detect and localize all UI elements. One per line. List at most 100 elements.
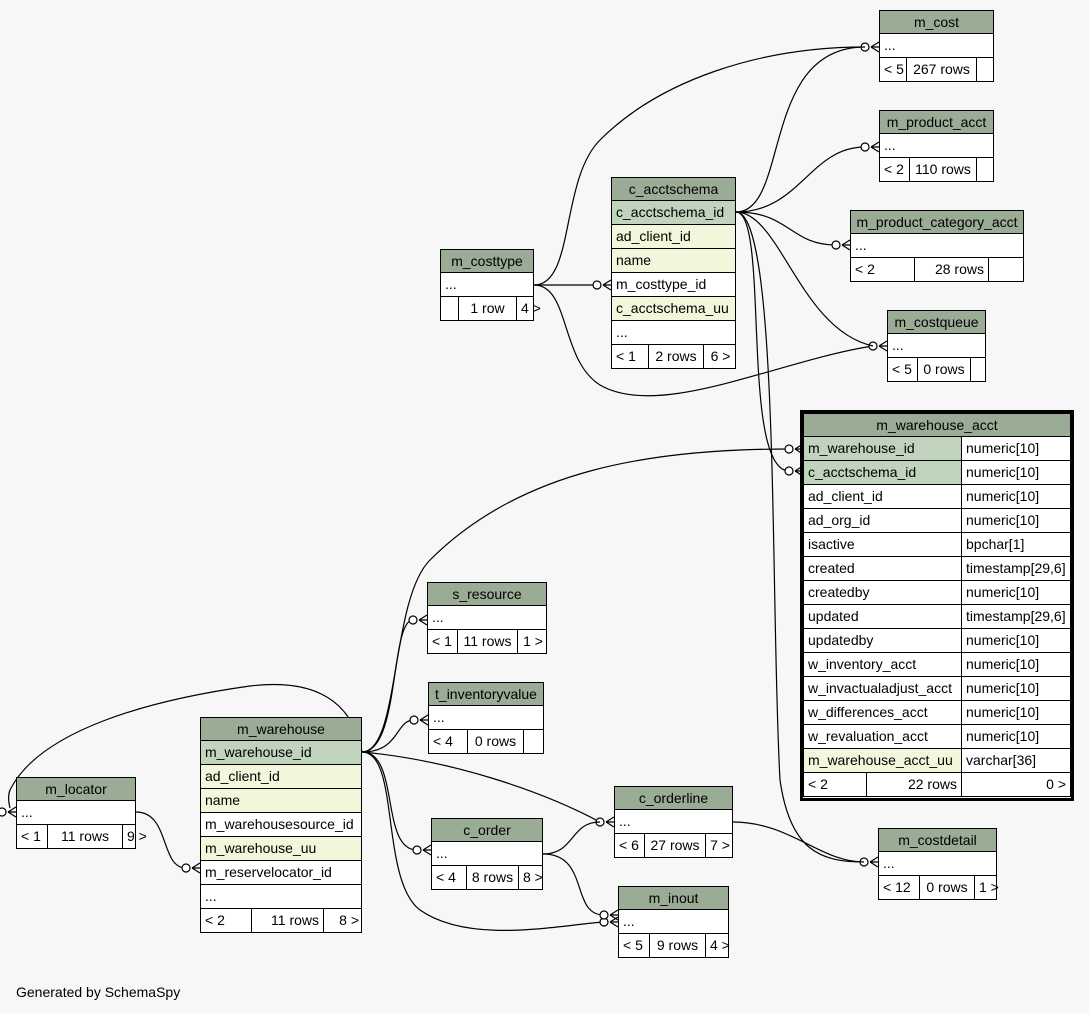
children-count: 4 > [705, 934, 730, 957]
table-header: m_costtype [440, 249, 534, 273]
children-count: 8 > [323, 909, 363, 932]
table-header: c_orderline [614, 786, 733, 810]
many-optional-marker [860, 141, 880, 153]
table-name: m_product_category_acct [856, 214, 1018, 230]
table-name: c_acctschema [628, 181, 719, 197]
row-count: 0 rows [917, 358, 970, 381]
more-columns: ... [433, 709, 445, 725]
more-columns: ... [205, 888, 217, 904]
children-count [523, 730, 545, 753]
column-name: createdby [804, 581, 961, 604]
relationship-line [735, 211, 865, 863]
parents-count: < 12 [883, 879, 911, 895]
column-name: isactive [804, 533, 961, 556]
relationship-line [735, 211, 790, 472]
children-count: 4 > [516, 297, 541, 320]
column-row: ... [618, 910, 729, 934]
column-row: ad_client_id [200, 765, 362, 789]
more-columns: ... [445, 276, 457, 292]
column-type: varchar[36] [961, 749, 1070, 772]
column-name: m_warehouse_acct_uu [804, 749, 961, 772]
many-optional-marker [599, 909, 619, 921]
column-name: w_revaluation_acct [804, 725, 961, 748]
table-name: m_locator [45, 781, 107, 797]
children-count: 6 > [703, 345, 737, 368]
table-header: m_cost [879, 10, 994, 34]
column-type: timestamp[29,6] [961, 605, 1070, 628]
column-type: numeric[10] [961, 629, 1070, 652]
more-columns: ... [619, 813, 631, 829]
children-count [988, 258, 1025, 281]
many-optional-marker [831, 239, 851, 251]
column-row: ... [878, 852, 997, 876]
relationship-line [361, 448, 790, 753]
many-optional-marker [408, 614, 428, 626]
column-type: numeric[10] [961, 581, 1070, 604]
column-name: m_reservelocator_id [205, 864, 332, 880]
parents-count: < 2 [205, 912, 225, 928]
children-count: 8 > [518, 866, 544, 889]
relationship-line [542, 853, 605, 916]
table-header: m_costdetail [878, 828, 997, 852]
column-row: c_acctschema_id [611, 201, 736, 225]
relationship-line [533, 46, 866, 286]
column-name: ad_org_id [804, 509, 961, 532]
children-count [976, 158, 995, 181]
table-header: m_product_acct [879, 110, 994, 134]
parents-count: < 2 [855, 261, 875, 277]
relationship-line [361, 751, 605, 931]
more-columns: ... [623, 913, 635, 929]
relationship-line [361, 719, 415, 753]
many-optional-marker [412, 844, 432, 856]
column-name: c_acctschema_uu [616, 300, 729, 316]
column-name: m_warehouse_id [804, 437, 961, 460]
many-optional-marker [784, 465, 804, 477]
table-header: m_locator [16, 777, 136, 801]
column-name: updatedby [804, 629, 961, 652]
table-name: c_orderline [638, 790, 709, 806]
row-count: 2 rows [648, 345, 703, 368]
column-row: ... [431, 842, 543, 866]
row-count: 27 rows [644, 834, 705, 857]
relationship-line [7, 683, 363, 809]
table-name: t_inventoryvalue [435, 686, 537, 702]
parents-count: < 2 [808, 776, 828, 792]
parents-count: < 6 [619, 837, 639, 853]
column-row: ... [428, 706, 544, 730]
column-name: updated [804, 605, 961, 628]
row-count: 110 rows [909, 158, 976, 181]
column-name: w_differences_acct [804, 701, 961, 724]
column-row: ... [440, 273, 534, 297]
relationship-line [542, 821, 601, 855]
relationship-line [735, 211, 837, 246]
footer-credit: Generated by SchemaSpy [16, 984, 181, 1000]
table-header: s_resource [427, 582, 547, 606]
